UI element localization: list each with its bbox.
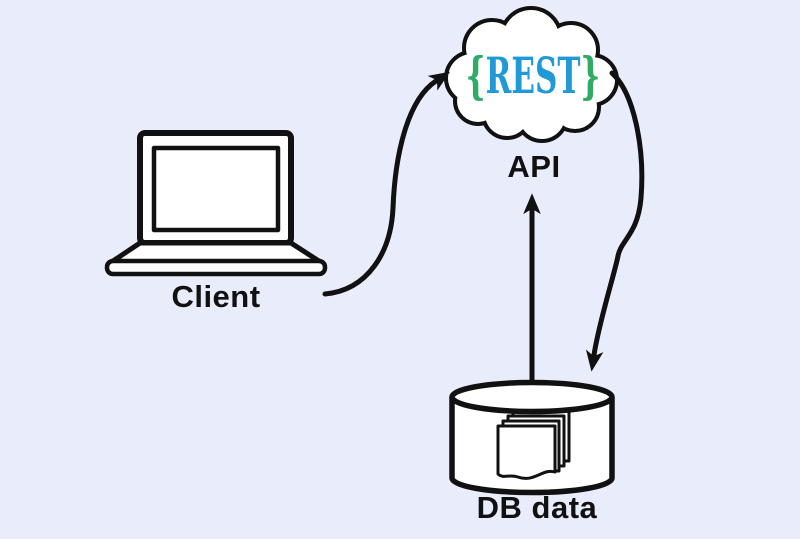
document-front-page [496, 424, 557, 480]
arrow-client-to-api [322, 71, 451, 297]
rest-cloud-text: {REST} [440, 51, 626, 101]
database-icon [449, 379, 615, 496]
client-label: Client [171, 279, 261, 314]
cloud-icon [444, 6, 619, 143]
database-top [449, 379, 615, 415]
cloud-body [448, 10, 615, 139]
db-label: DB data [476, 490, 598, 525]
rest-label: REST [485, 46, 581, 105]
arrow-api-to-db [585, 70, 645, 372]
documents-icon [496, 409, 571, 480]
rest-close-brace: } [580, 46, 601, 105]
laptop-base-bar [104, 258, 328, 277]
rest-open-brace: { [465, 46, 486, 105]
laptop-icon [104, 130, 328, 277]
edges [322, 70, 645, 385]
laptop-screen [151, 145, 281, 233]
api-label: API [507, 149, 561, 184]
